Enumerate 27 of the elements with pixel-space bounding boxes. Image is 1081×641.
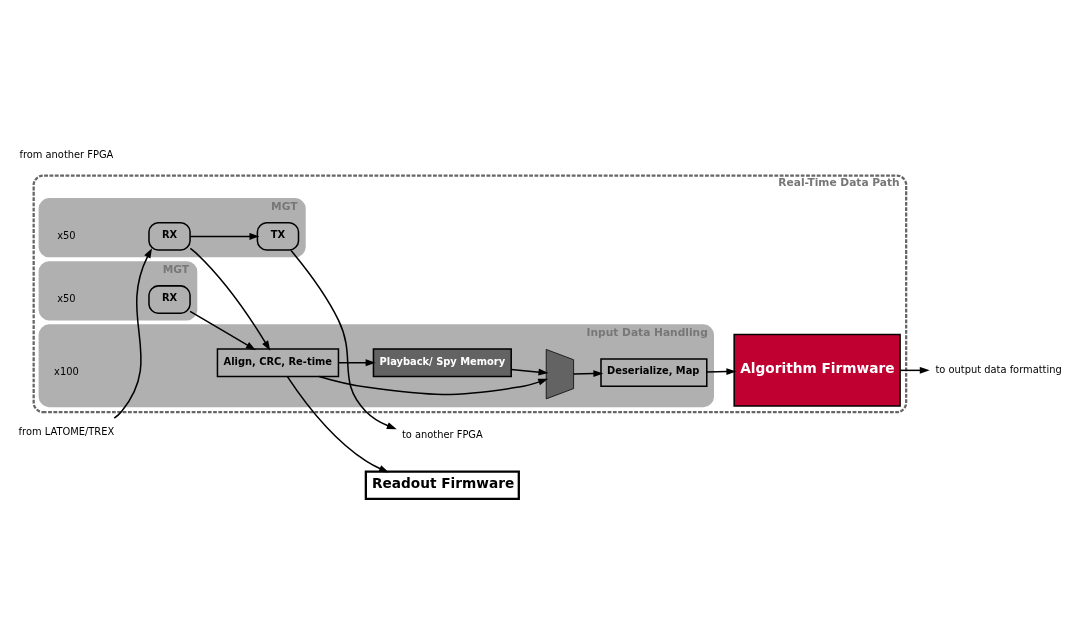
node-label: x50 (57, 230, 76, 241)
arrow (899, 366, 930, 374)
node-box: Align, CRC, Re-time (216, 348, 340, 378)
node-box: TX (256, 221, 300, 251)
arrow (290, 249, 397, 430)
node-text: from LATOME/TREX (18, 425, 115, 437)
node-text: from another FPGA (19, 149, 114, 161)
node-box: RX (148, 221, 191, 251)
node-box: Deserialize, Map (600, 358, 708, 388)
arrow (286, 375, 389, 473)
node-box: Playback/ Spy Memory (372, 348, 512, 378)
arrow (189, 247, 271, 351)
arrow (337, 359, 376, 367)
node-box: Algorithm Firmware (733, 333, 901, 407)
node-text: to output data formatting (935, 363, 1062, 375)
node-box: RX (148, 285, 191, 315)
node-text: to another FPGA (401, 429, 483, 441)
arrow (189, 310, 256, 351)
node-label: x50 (57, 293, 76, 305)
arrow (572, 370, 604, 378)
arrow (318, 375, 549, 396)
node-trapezoid (545, 349, 574, 400)
node-label: x100 (54, 366, 79, 378)
node-box: Readout Firmware (364, 470, 520, 501)
arrow (510, 368, 549, 376)
arrow (189, 232, 260, 240)
arrow (706, 368, 737, 376)
